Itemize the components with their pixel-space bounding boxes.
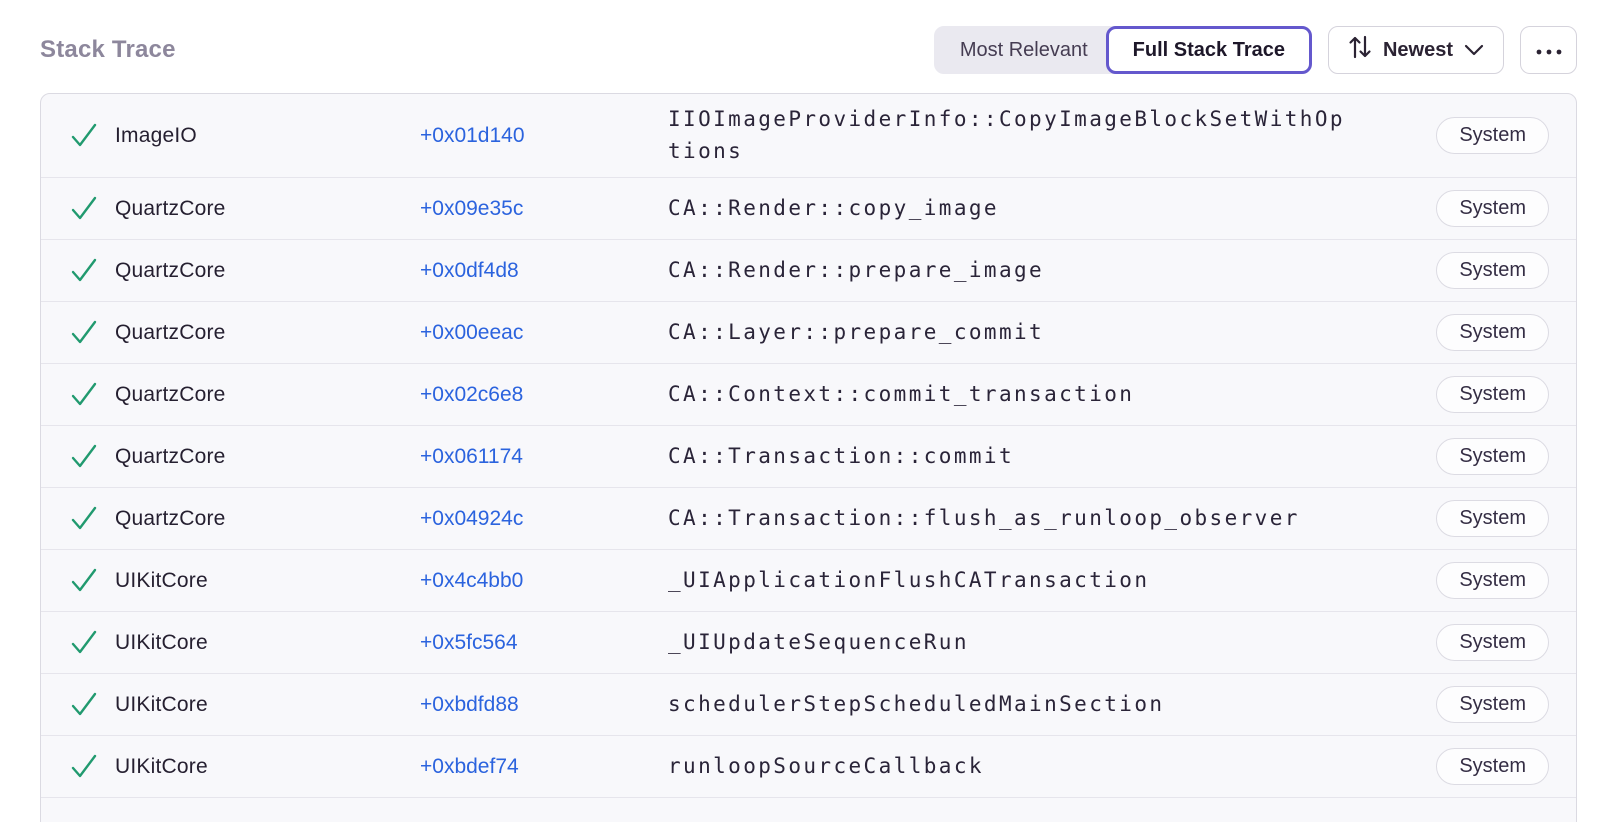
frame-module: UIKitCore bbox=[115, 630, 208, 654]
frame-module: UIKitCore bbox=[115, 568, 208, 592]
frame-module: QuartzCore bbox=[115, 382, 226, 406]
system-badge: System bbox=[1436, 252, 1549, 289]
stack-frame-row[interactable]: QuartzCore +0x04924c CA::Transaction::fl… bbox=[41, 487, 1576, 549]
frame-origin: System bbox=[1436, 117, 1549, 154]
stack-frame-row[interactable]: UIKitCore +0xbdef74 runloopSourceCallbac… bbox=[41, 735, 1576, 797]
stack-frame-row[interactable]: UIKitCore +0x4c4bb0 _UIApplicationFlushC… bbox=[41, 549, 1576, 611]
frame-origin: System bbox=[1436, 500, 1549, 537]
frame-offset-link[interactable]: +0x061174 bbox=[420, 444, 523, 468]
more-options-button[interactable] bbox=[1520, 26, 1577, 74]
check-icon bbox=[70, 691, 98, 719]
frame-origin: System bbox=[1436, 376, 1549, 413]
stack-frame-row[interactable]: QuartzCore +0x061174 CA::Transaction::co… bbox=[41, 425, 1576, 487]
frame-module: ImageIO bbox=[115, 123, 197, 147]
frame-offset-link[interactable]: +0xbdef74 bbox=[420, 754, 519, 778]
stack-frame-row[interactable]: QuartzCore +0x00eeac CA::Layer::prepare_… bbox=[41, 301, 1576, 363]
frame-module: QuartzCore bbox=[115, 444, 226, 468]
stack-frame-row[interactable]: QuartzCore +0x02c6e8 CA::Context::commit… bbox=[41, 363, 1576, 425]
frame-function: _UIApplicationFlushCATransaction bbox=[668, 567, 1150, 592]
frame-origin: System bbox=[1436, 438, 1549, 475]
check-icon bbox=[70, 122, 98, 150]
stack-frame-row[interactable]: UIKitCore +0xbdfd88 schedulerStepSchedul… bbox=[41, 673, 1576, 735]
check-icon bbox=[70, 567, 98, 595]
frame-origin: System bbox=[1436, 562, 1549, 599]
system-badge: System bbox=[1436, 117, 1549, 154]
stack-trace-table: ImageIO +0x01d140 IIOImageProviderInfo::… bbox=[40, 93, 1577, 822]
system-badge: System bbox=[1436, 748, 1549, 785]
system-badge: System bbox=[1436, 686, 1549, 723]
frame-module: QuartzCore bbox=[115, 258, 226, 282]
check-icon bbox=[70, 381, 98, 409]
frame-function: CA::Render::copy_image bbox=[668, 195, 999, 220]
ellipsis-icon bbox=[1535, 39, 1563, 62]
system-badge: System bbox=[1436, 624, 1549, 661]
sort-label: Newest bbox=[1382, 38, 1453, 61]
system-badge: System bbox=[1436, 376, 1549, 413]
toolbar: Most Relevant Full Stack Trace Newest bbox=[933, 26, 1577, 74]
system-badge: System bbox=[1436, 190, 1549, 227]
frame-offset-link[interactable]: +0x04924c bbox=[420, 506, 524, 530]
system-badge: System bbox=[1436, 500, 1549, 537]
check-icon bbox=[70, 505, 98, 533]
frame-offset-link[interactable]: +0xbdfd88 bbox=[420, 692, 519, 716]
check-icon bbox=[70, 195, 98, 223]
frame-module: QuartzCore bbox=[115, 196, 226, 220]
frame-origin: System bbox=[1436, 686, 1549, 723]
stack-frame-row[interactable]: QuartzCore +0x09e35c CA::Render::copy_im… bbox=[41, 177, 1576, 239]
sort-arrows-icon bbox=[1348, 34, 1372, 66]
view-toggle: Most Relevant Full Stack Trace bbox=[933, 26, 1312, 74]
frame-offset-link[interactable]: +0x0df4d8 bbox=[420, 258, 519, 282]
stack-frame-row[interactable]: UIKitCore +0x5fc564 _UIUpdateSequenceRun… bbox=[41, 611, 1576, 673]
frame-function: CA::Transaction::commit bbox=[668, 443, 1014, 468]
frame-module: QuartzCore bbox=[115, 320, 226, 344]
frame-origin: System bbox=[1436, 314, 1549, 351]
frame-offset-link[interactable]: +0x00eeac bbox=[420, 320, 524, 344]
frame-function: CA::Context::commit_transaction bbox=[668, 381, 1135, 406]
frame-module: UIKitCore bbox=[115, 692, 208, 716]
frame-function: IIOImageProviderInfo::CopyImageBlockSetW… bbox=[668, 107, 1345, 163]
frame-function: CA::Layer::prepare_commit bbox=[668, 319, 1045, 344]
stack-frame-row-clipped[interactable] bbox=[41, 797, 1576, 822]
most-relevant-button[interactable]: Most Relevant bbox=[933, 26, 1116, 74]
frame-offset-link[interactable]: +0x09e35c bbox=[420, 196, 524, 220]
stack-trace-header: Stack Trace Most Relevant Full Stack Tra… bbox=[0, 0, 1614, 74]
frame-origin: System bbox=[1436, 190, 1549, 227]
frame-origin: System bbox=[1436, 748, 1549, 785]
frame-function: CA::Render::prepare_image bbox=[668, 257, 1045, 282]
frame-function: _UIUpdateSequenceRun bbox=[668, 629, 969, 654]
stack-frame-row[interactable]: QuartzCore +0x0df4d8 CA::Render::prepare… bbox=[41, 239, 1576, 301]
full-stack-trace-button[interactable]: Full Stack Trace bbox=[1105, 26, 1312, 74]
frame-module: UIKitCore bbox=[115, 754, 208, 778]
frame-offset-link[interactable]: +0x5fc564 bbox=[420, 630, 518, 654]
frame-offset-link[interactable]: +0x02c6e8 bbox=[420, 382, 524, 406]
frame-origin: System bbox=[1436, 252, 1549, 289]
frame-offset-link[interactable]: +0x01d140 bbox=[420, 123, 525, 147]
frame-module: QuartzCore bbox=[115, 506, 226, 530]
system-badge: System bbox=[1436, 562, 1549, 599]
check-icon bbox=[70, 319, 98, 347]
system-badge: System bbox=[1436, 314, 1549, 351]
frame-origin: System bbox=[1436, 624, 1549, 661]
check-icon bbox=[70, 257, 98, 285]
check-icon bbox=[70, 629, 98, 657]
frame-function: runloopSourceCallback bbox=[668, 753, 984, 778]
check-icon bbox=[70, 753, 98, 781]
system-badge: System bbox=[1436, 438, 1549, 475]
sort-dropdown[interactable]: Newest bbox=[1327, 26, 1504, 74]
frame-function: CA::Transaction::flush_as_runloop_observ… bbox=[668, 505, 1300, 530]
page-title: Stack Trace bbox=[40, 36, 176, 63]
frame-offset-link[interactable]: +0x4c4bb0 bbox=[420, 568, 524, 592]
chevron-down-icon bbox=[1464, 39, 1484, 62]
check-icon bbox=[70, 443, 98, 471]
stack-frame-list: ImageIO +0x01d140 IIOImageProviderInfo::… bbox=[41, 94, 1576, 797]
frame-function: schedulerStepScheduledMainSection bbox=[668, 691, 1165, 716]
stack-frame-row[interactable]: ImageIO +0x01d140 IIOImageProviderInfo::… bbox=[41, 94, 1576, 177]
